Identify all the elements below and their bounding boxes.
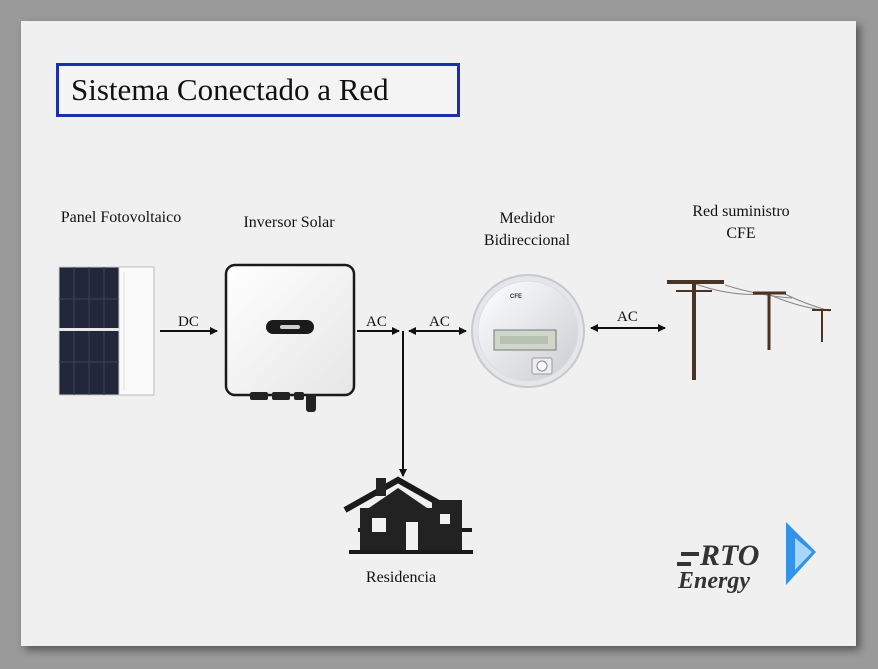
meter-icon: CFE <box>471 274 585 388</box>
title-box: Sistema Conectado a Red <box>56 63 460 117</box>
logo-text-rto: RTO <box>699 539 759 572</box>
connection-arrows <box>160 324 666 477</box>
house-label: Residencia <box>365 569 437 586</box>
panel-label: Panel Fotovoltaico <box>60 209 182 226</box>
meter-brand: CFE <box>510 294 522 300</box>
page-title: Sistema Conectado a Red <box>71 72 389 107</box>
grid-label-line1: Red suministro <box>692 203 790 220</box>
meter-label-line1: Medidor <box>499 210 555 227</box>
ac-label-meter: AC <box>429 314 450 330</box>
house-icon <box>343 476 473 554</box>
grid-label-line2: CFE <box>726 225 756 242</box>
ac-label-inverter: AC <box>366 314 387 330</box>
inverter-icon <box>224 263 356 412</box>
rto-energy-logo: RTO Energy <box>677 522 816 594</box>
dc-label: DC <box>178 314 199 330</box>
inverter-label: Inversor Solar <box>243 214 335 231</box>
meter-label-line2: Bidireccional <box>483 232 571 249</box>
logo-text-energy: Energy <box>677 568 750 594</box>
power-poles-icon <box>667 280 831 380</box>
solar-panel-icon <box>58 266 155 396</box>
ac-label-grid: AC <box>617 309 638 325</box>
